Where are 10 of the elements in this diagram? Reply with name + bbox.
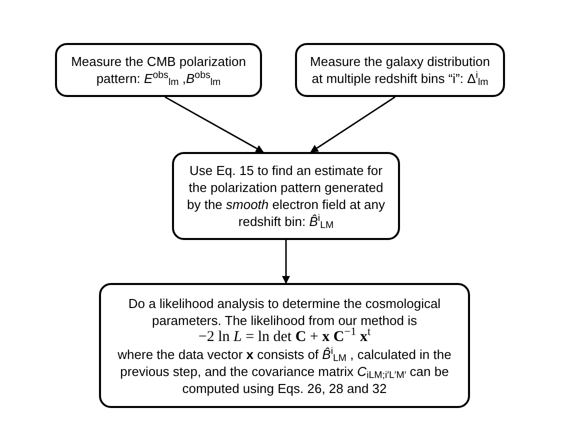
process-box bbox=[172, 152, 400, 240]
arrow bbox=[310, 96, 396, 153]
arrow bbox=[282, 240, 290, 284]
process-box bbox=[295, 43, 505, 97]
box-text: where the data vector x consists of B̂$^{i}$$_{LM}$ , calculated in the previous step, and the covariance matrix C$_{iLM;i′L′M′}$ can be computed using Eqs. 26, 28 and 32 bbox=[116, 346, 452, 396]
equation-text: −2 ln L = ln det C + x C$^{−1}$ x$^{t}$ bbox=[198, 328, 371, 346]
box-text: Do a likelihood analysis to determine the cosmological parameters. The likelihood from our method is bbox=[127, 294, 442, 328]
arrow bbox=[164, 96, 264, 153]
process-box bbox=[55, 43, 262, 97]
process-box bbox=[99, 283, 470, 408]
